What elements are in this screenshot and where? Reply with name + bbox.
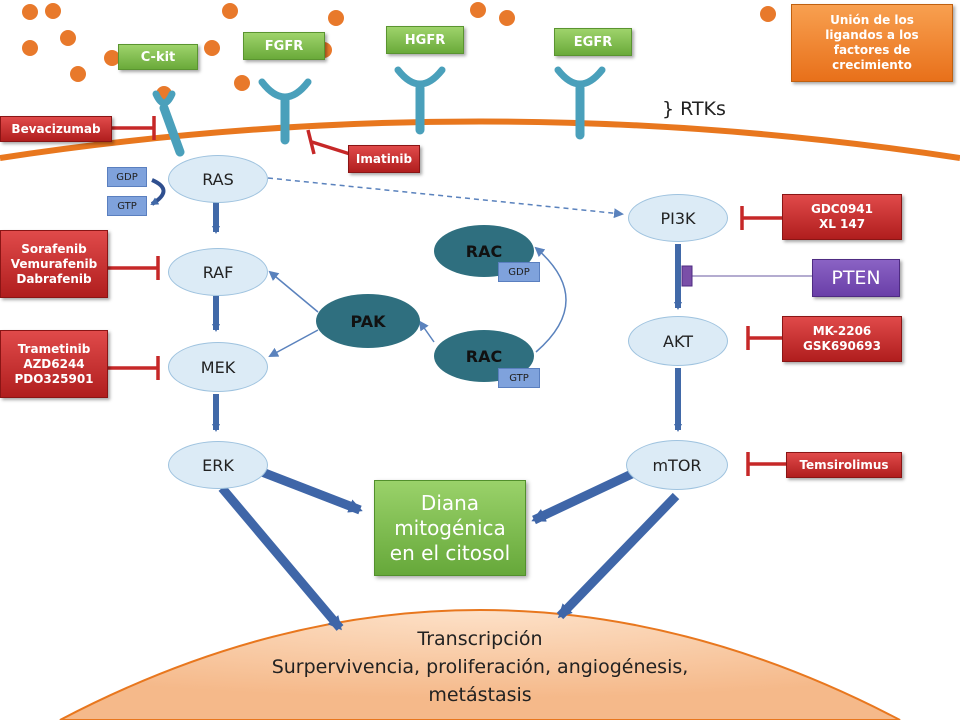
ligand-note: Unión de los ligandos a los factores de … (791, 4, 953, 82)
nucleus (59, 609, 901, 720)
rac-gtp-tag: GTP (498, 368, 540, 388)
hgfr-label: HGFR (386, 26, 464, 54)
mek-inhibitors-box: Trametinib AZD6244 PDO325901 (0, 330, 108, 398)
ckit-label: C-kit (118, 44, 198, 70)
mek-node: MEK (168, 342, 268, 392)
vemurafenib-text: Vemurafenib (10, 256, 98, 271)
target-line-3: en el citosol (389, 540, 511, 565)
ras-node: RAS (168, 155, 268, 203)
pdo325901-text: PDO325901 (14, 371, 94, 386)
pak-arrows (268, 270, 435, 357)
trametinib-text: Trametinib (17, 341, 91, 356)
raf-node: RAF (168, 248, 268, 296)
big-arrows (218, 467, 680, 631)
pi3k-inhibitors-box: GDC0941 XL 147 (782, 194, 902, 240)
pten-block (681, 265, 693, 287)
cell-membrane (0, 118, 960, 161)
outcome-line-1: Transcripción (417, 628, 543, 650)
inhibition-lines (108, 116, 786, 476)
mitogenic-target-box: Diana mitogénica en el citosol (374, 480, 526, 576)
pten-box: PTEN (812, 259, 900, 297)
sorafenib-text: Sorafenib (21, 241, 87, 256)
bevacizumab-box: Bevacizumab (0, 116, 112, 142)
ras-pi3k-link (267, 177, 624, 219)
fgfr-label: FGFR (243, 32, 325, 60)
dabrafenib-text: Dabrafenib (16, 271, 92, 286)
target-line-1: Diana (420, 490, 480, 515)
imatinib-box: Imatinib (348, 145, 420, 173)
gsk690693-text: GSK690693 (803, 339, 881, 353)
egfr-label: EGFR (554, 28, 632, 56)
gdc0941-text: GDC0941 (810, 202, 873, 216)
ras-gdp-gtp-cycle (150, 178, 166, 206)
rac-gdp-tag: GDP (498, 262, 540, 282)
rac-cycle-arc (534, 246, 567, 353)
mk2206-text: MK-2206 (812, 324, 872, 338)
akt-node: AKT (628, 316, 728, 366)
outcome-line-3: metástasis (428, 684, 532, 706)
raf-inhibitors-box: Sorafenib Vemurafenib Dabrafenib (0, 230, 108, 298)
target-line-2: mitogénica (394, 515, 506, 540)
xl147-text: XL 147 (818, 217, 866, 231)
pi3k-node: PI3K (628, 194, 728, 242)
akt-inhibitors-box: MK-2206 GSK690693 (782, 316, 902, 362)
receptors (152, 66, 606, 157)
azd6244-text: AZD6244 (23, 356, 85, 371)
ras-gtp-tag: GTP (107, 196, 147, 216)
ras-gdp-tag: GDP (107, 167, 147, 187)
erk-node: ERK (168, 441, 268, 489)
rtks-label: } RTKs (662, 98, 726, 120)
outcome-text: Transcripción Surpervivencia, proliferac… (160, 622, 800, 712)
temsirolimus-box: Temsirolimus (786, 452, 902, 478)
mtor-node: mTOR (626, 440, 728, 490)
pak-node: PAK (316, 294, 420, 348)
outcome-line-2: Surpervivencia, proliferación, angiogéne… (271, 656, 689, 678)
